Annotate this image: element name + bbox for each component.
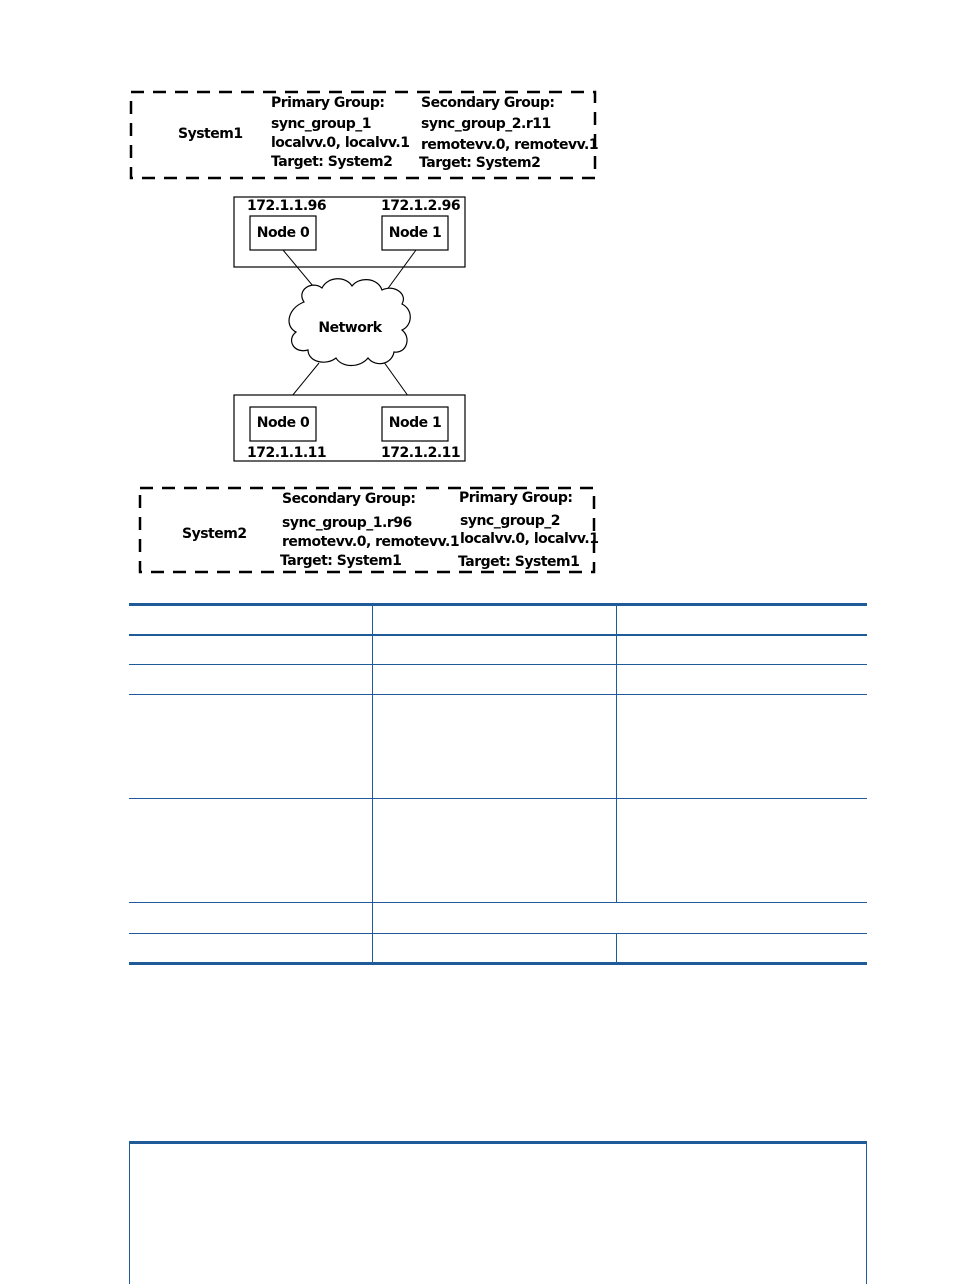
system2-node0-ip: 172.1.1.11: [247, 445, 327, 461]
table-header-cell: [371, 604, 617, 636]
system1-primary-target: Target: System2: [271, 154, 393, 170]
diagram-graphics: [129, 90, 597, 574]
table-cell: [129, 694, 373, 799]
table-cell: [129, 933, 373, 964]
table-cell: [615, 634, 867, 665]
system1-primary-group: sync_group_1: [271, 116, 372, 132]
system2-primary-group: sync_group_2: [460, 513, 561, 529]
system2-node1-label: Node 1: [388, 415, 442, 431]
table-cell: [371, 933, 617, 964]
system2-primary-volumes: localvv.0, localvv.1: [460, 531, 599, 547]
table-row: [129, 634, 867, 665]
system1-secondary-target: Target: System2: [419, 155, 541, 171]
system1-secondary-heading: Secondary Group:: [421, 95, 555, 111]
system1-secondary-volumes: remotevv.0, remotevv.1: [421, 137, 599, 153]
table-cell: [129, 902, 373, 934]
table-row: [129, 902, 867, 934]
table-header-cell: [615, 604, 867, 636]
network-cloud-shape: [288, 278, 411, 367]
system1-node1-label: Node 1: [388, 225, 442, 241]
system2-node1-ip: 172.1.2.11: [381, 445, 461, 461]
system1-node0-ip: 172.1.1.96: [247, 198, 327, 214]
table-cell-merged: [371, 902, 867, 934]
table-row: [129, 798, 867, 903]
system2-secondary-volumes: remotevv.0, remotevv.1: [282, 534, 460, 550]
table-cell: [615, 933, 867, 964]
system1-node0-label: Node 0: [256, 225, 310, 241]
system1-dashed-box: [129, 90, 597, 180]
table-cell: [615, 694, 867, 799]
configuration-table: [129, 603, 867, 965]
remote-copy-diagram: System1 Primary Group: sync_group_1 loca…: [0, 0, 954, 590]
note-box: [129, 1141, 867, 1284]
system1-label: System1: [178, 126, 243, 142]
system2-secondary-group: sync_group_1.r96: [282, 515, 412, 531]
table-cell: [615, 664, 867, 695]
table-cell: [371, 694, 617, 799]
system1-primary-heading: Primary Group:: [271, 95, 385, 111]
table-cell: [615, 798, 867, 903]
table-cell: [371, 664, 617, 695]
table-cell: [129, 798, 373, 903]
table-cell: [371, 798, 617, 903]
system2-secondary-heading: Secondary Group:: [282, 491, 416, 507]
system2-node1-box: [381, 406, 449, 442]
system2-node0-label: Node 0: [256, 415, 310, 431]
network-label: Network: [318, 320, 382, 336]
system1-secondary-group: sync_group_2.r11: [421, 116, 551, 132]
table-cell: [371, 634, 617, 665]
table-cell: [129, 664, 373, 695]
system2-secondary-target: Target: System1: [280, 553, 402, 569]
system2-primary-target: Target: System1: [458, 554, 580, 570]
system1-primary-volumes: localvv.0, localvv.1: [271, 135, 410, 151]
system1-node1-box: [381, 215, 449, 251]
table-header-cell: [129, 604, 373, 636]
system1-node1-ip: 172.1.2.96: [381, 198, 461, 214]
system2-primary-heading: Primary Group:: [459, 490, 573, 506]
system2-dashed-box: [138, 486, 596, 574]
system2-label: System2: [182, 526, 247, 542]
system2-node0-box: [249, 406, 317, 442]
table-row: [129, 933, 867, 964]
table-row: [129, 694, 867, 799]
table-row: [129, 664, 867, 695]
table-cell: [129, 634, 373, 665]
table-header-row: [129, 604, 867, 636]
